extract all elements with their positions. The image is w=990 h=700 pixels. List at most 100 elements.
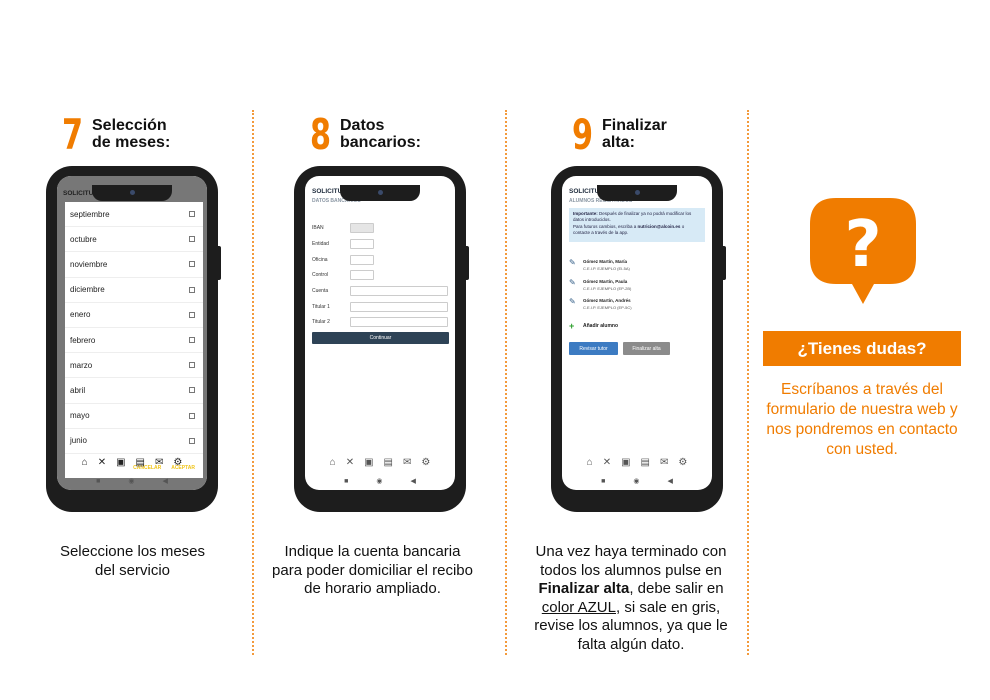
pencil-icon[interactable]: ✎ (569, 297, 576, 306)
android-nav: ■ ◉ ◀ (305, 472, 455, 490)
bank-input[interactable] (350, 270, 374, 280)
gear-icon[interactable]: ⚙ (421, 457, 431, 468)
circle-icon[interactable]: ◉ (633, 478, 640, 485)
tools-icon[interactable]: ✕ (97, 457, 107, 468)
bank-field-row: Entidad (312, 239, 374, 249)
bank-input[interactable] (350, 255, 374, 265)
bottom-toolbar: ⌂ ✕ ▣ ▤ ✉ ⚙ (57, 457, 207, 468)
bank-field-row: Titular 2 (312, 317, 448, 327)
step-number: 9 (572, 110, 593, 159)
document-icon[interactable]: ▤ (135, 457, 145, 468)
month-checkbox[interactable] (189, 261, 195, 268)
gear-icon[interactable]: ⚙ (173, 457, 183, 468)
month-option[interactable]: mayo (65, 404, 203, 429)
field-label: Oficina (312, 257, 328, 263)
circle-icon[interactable]: ◉ (376, 478, 383, 485)
bottom-toolbar: ⌂ ✕ ▣ ▤ ✉ ⚙ (562, 457, 712, 468)
square-icon[interactable]: ■ (96, 477, 101, 485)
month-checkbox[interactable] (189, 387, 195, 394)
phone-notch (340, 185, 420, 201)
android-nav: ■ ◉ ◀ (57, 472, 207, 490)
tools-icon[interactable]: ✕ (345, 457, 355, 468)
screen-subtitle: DATOS BANCARIOS (312, 198, 361, 204)
add-student-button[interactable]: + Añadir alumno (569, 321, 619, 331)
month-option[interactable]: octubre (65, 227, 203, 253)
back-icon[interactable]: ◀ (667, 478, 673, 485)
pencil-icon[interactable]: ✎ (569, 258, 576, 267)
bank-input[interactable] (350, 317, 448, 327)
month-option[interactable]: diciembre (65, 278, 203, 303)
month-option[interactable]: abril (65, 378, 203, 404)
month-option[interactable]: febrero (65, 328, 203, 354)
bank-input[interactable] (350, 286, 448, 296)
phone-notch (597, 185, 677, 201)
bank-input[interactable] (350, 239, 374, 249)
divider-3 (747, 110, 749, 655)
home-icon[interactable]: ⌂ (329, 457, 336, 468)
calendar-icon[interactable]: ▣ (364, 457, 374, 468)
month-checkbox[interactable] (189, 286, 195, 293)
phone-finish-registration: SOLICITUD DE ALTA ALUMNOS REGISTRADOS Im… (551, 166, 726, 512)
pencil-icon[interactable]: ✎ (569, 278, 576, 287)
document-icon[interactable]: ▤ (640, 457, 650, 468)
month-checkbox[interactable] (189, 236, 195, 243)
bottom-toolbar: ⌂ ✕ ▣ ▤ ✉ ⚙ (305, 457, 455, 468)
caption-step-7: Seleccione los meses del servicio (59, 543, 206, 579)
review-tutor-button[interactable]: Revisar tutor (569, 342, 618, 355)
mail-icon[interactable]: ✉ (402, 457, 412, 468)
bank-input[interactable] (350, 302, 448, 312)
finish-registration-button[interactable]: Finalizar alta (623, 342, 670, 355)
month-checkbox[interactable] (189, 362, 195, 369)
home-icon[interactable]: ⌂ (586, 457, 593, 468)
back-icon[interactable]: ◀ (410, 478, 416, 485)
cancel-button[interactable]: CANCELAR (133, 465, 162, 471)
plus-icon: + (569, 321, 575, 331)
student-school: C.E.I.P. EJEMPLO (EP-5C) (583, 305, 632, 310)
step-title: Datos bancarios: (340, 117, 421, 151)
square-icon[interactable]: ■ (344, 477, 349, 485)
field-label: Entidad (312, 241, 329, 247)
square-icon[interactable]: ■ (601, 477, 606, 485)
month-option[interactable]: marzo (65, 353, 203, 379)
divider-1 (252, 110, 254, 655)
circle-icon[interactable]: ◉ (128, 478, 135, 485)
step-8-header: 8 Datos bancarios: (310, 114, 421, 156)
step-9-header: 9 Finalizar alta: (572, 114, 667, 156)
month-option[interactable]: enero (65, 303, 203, 328)
gear-icon[interactable]: ⚙ (678, 457, 688, 468)
student-school: C.E.I.P. EJEMPLO (EI-5A) (583, 266, 630, 271)
mail-icon[interactable]: ✉ (154, 457, 164, 468)
continue-button[interactable]: Continuar (312, 332, 449, 344)
month-option[interactable]: noviembre (65, 252, 203, 278)
calendar-icon[interactable]: ▣ (116, 457, 126, 468)
month-label: febrero (70, 335, 96, 345)
back-icon[interactable]: ◀ (162, 478, 168, 485)
caption-step-8: Indique la cuenta bancaria para poder do… (272, 543, 473, 597)
step-title: Selección de meses: (92, 117, 171, 151)
month-option[interactable]: septiembre (65, 202, 203, 228)
mail-icon[interactable]: ✉ (659, 457, 669, 468)
month-option[interactable]: junio (65, 429, 203, 454)
phone-month-selection: SOLICITUD DE ALTA septiembreoctubrenovie… (46, 166, 221, 512)
bank-field-row: Control (312, 270, 374, 280)
tools-icon[interactable]: ✕ (602, 457, 612, 468)
month-checkbox[interactable] (189, 337, 195, 344)
accept-button[interactable]: ACEPTAR (171, 465, 195, 471)
month-checkbox[interactable] (189, 412, 195, 419)
bank-input[interactable] (350, 223, 374, 233)
month-checkbox[interactable] (189, 311, 195, 318)
calendar-icon[interactable]: ▣ (621, 457, 631, 468)
month-checkbox[interactable] (189, 211, 195, 218)
home-icon[interactable]: ⌂ (81, 457, 88, 468)
divider-2 (505, 110, 507, 655)
step-7-header: 7 Selección de meses: (62, 114, 170, 156)
document-icon[interactable]: ▤ (383, 457, 393, 468)
month-label: marzo (70, 360, 93, 370)
step-number: 7 (62, 110, 83, 159)
help-banner: ¿Tienes dudas? (763, 331, 961, 366)
month-checkbox[interactable] (189, 437, 195, 444)
field-label: IBAN (312, 225, 324, 231)
